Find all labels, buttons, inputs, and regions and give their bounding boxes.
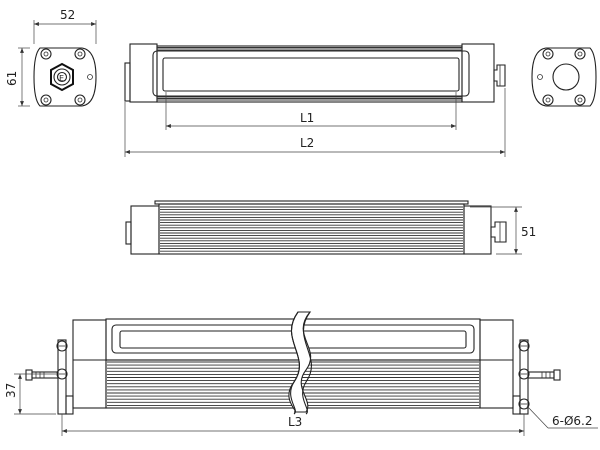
- holes-callout: 6-Ø6.2: [526, 405, 598, 429]
- dimension-label-37: 37: [4, 383, 18, 398]
- holes-label: 6-Ø6.2: [552, 414, 593, 428]
- svg-text:E: E: [59, 74, 64, 83]
- dimension-l1: L1: [165, 92, 457, 130]
- dimension-label-l3: L3: [288, 415, 302, 429]
- dimension-height-end: 61: [5, 47, 30, 107]
- right-mounting-bracket: [512, 339, 561, 415]
- dimension-height-bracket: 37: [4, 373, 56, 415]
- left-mounting-bracket: [25, 339, 74, 415]
- dimension-label-52: 52: [60, 8, 75, 22]
- left-end-view: E: [33, 47, 97, 107]
- dimension-label-51: 51: [521, 225, 536, 239]
- dimension-label-61: 61: [5, 71, 19, 86]
- dimension-label-l1: L1: [300, 111, 314, 125]
- dimension-width-top: 52: [33, 8, 97, 44]
- bottom-view: [25, 311, 561, 415]
- dimension-height-side: 51: [470, 206, 536, 255]
- dimension-l3: L3: [61, 414, 525, 436]
- front-view: [124, 43, 506, 103]
- right-end-view: [531, 47, 597, 107]
- dimension-l2: L2: [124, 88, 506, 157]
- side-view: [125, 200, 507, 255]
- dimension-label-l2: L2: [300, 136, 314, 150]
